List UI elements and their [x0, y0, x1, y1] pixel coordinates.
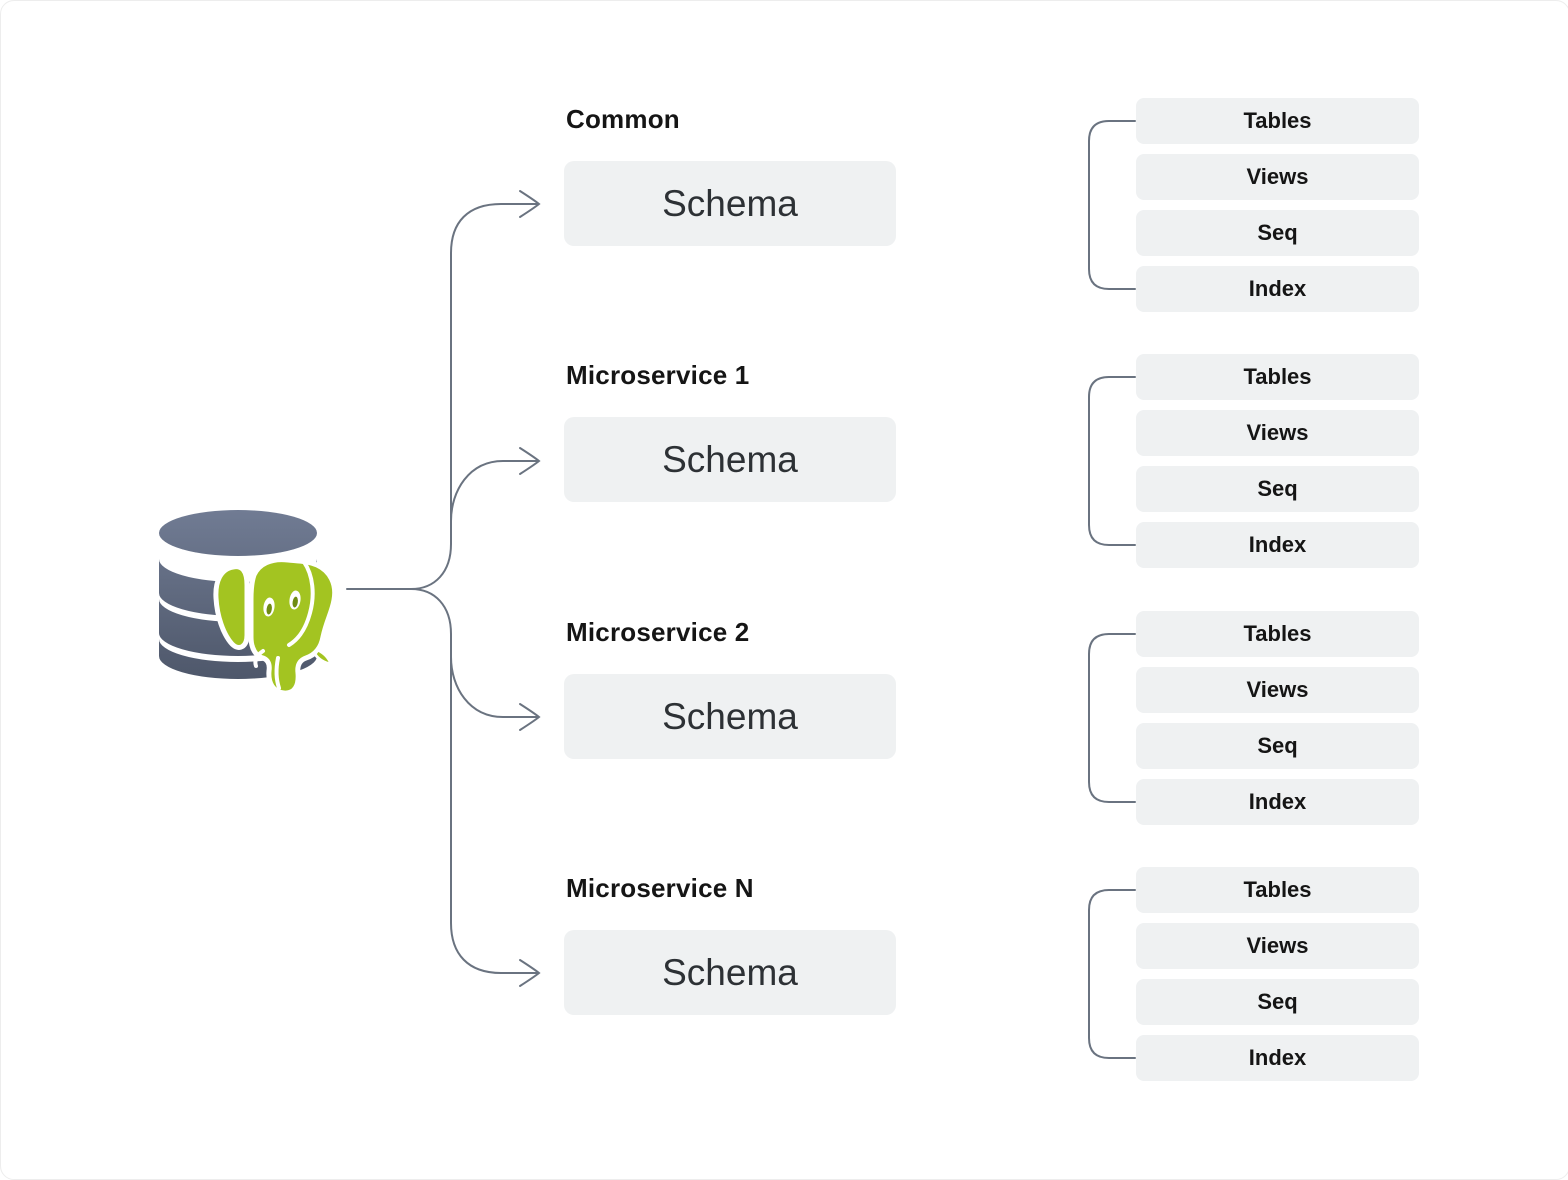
postgresql-database-icon	[159, 510, 338, 696]
object-box-views: Views	[1136, 667, 1419, 713]
connector-branch-microservice-1	[450, 460, 538, 522]
connector-branch-microservice-2	[450, 656, 538, 718]
schema-box-label: Schema	[662, 695, 798, 737]
database-cylinder-icon	[159, 510, 317, 679]
object-box-index: Index	[1136, 1035, 1419, 1081]
group-label: Microservice 2	[566, 617, 750, 647]
bracket-microservice-2	[1088, 633, 1136, 803]
schema-box: Schema	[564, 930, 896, 1015]
object-box-tables: Tables	[1136, 354, 1419, 400]
group-label: Microservice N	[566, 873, 754, 903]
arrowhead-icon	[519, 190, 541, 218]
arrowhead-icon	[519, 703, 541, 731]
schema-box: Schema	[564, 161, 896, 246]
bracket-microservice-n	[1088, 889, 1136, 1059]
schema-box: Schema	[564, 417, 896, 502]
object-box-index: Index	[1136, 779, 1419, 825]
connector-down-trunk	[410, 588, 538, 974]
group-label: Microservice 1	[566, 360, 750, 390]
postgres-elephant-icon	[213, 557, 338, 696]
object-box-views: Views	[1136, 410, 1419, 456]
group-label: Common	[566, 104, 680, 134]
connector-up-trunk	[410, 203, 538, 590]
object-box-tables: Tables	[1136, 611, 1419, 657]
branch-connectors	[346, 120, 1136, 1059]
object-box-index: Index	[1136, 522, 1419, 568]
schema-box-label: Schema	[662, 182, 798, 224]
schema-box-label: Schema	[662, 951, 798, 993]
object-box-seq: Seq	[1136, 210, 1419, 256]
object-box-tables: Tables	[1136, 867, 1419, 913]
object-box-seq: Seq	[1136, 466, 1419, 512]
bracket-microservice-1	[1088, 376, 1136, 546]
object-box-seq: Seq	[1136, 979, 1419, 1025]
arrowhead-icon	[519, 959, 541, 987]
elephant-eye-icon	[289, 590, 301, 610]
object-box-views: Views	[1136, 154, 1419, 200]
object-box-index: Index	[1136, 266, 1419, 312]
object-box-seq: Seq	[1136, 723, 1419, 769]
schema-box-label: Schema	[662, 438, 798, 480]
arrowhead-icon	[519, 447, 541, 475]
object-box-views: Views	[1136, 923, 1419, 969]
object-box-tables: Tables	[1136, 98, 1419, 144]
bracket-common	[1088, 120, 1136, 290]
schema-box: Schema	[564, 674, 896, 759]
elephant-eye-icon	[263, 597, 275, 617]
